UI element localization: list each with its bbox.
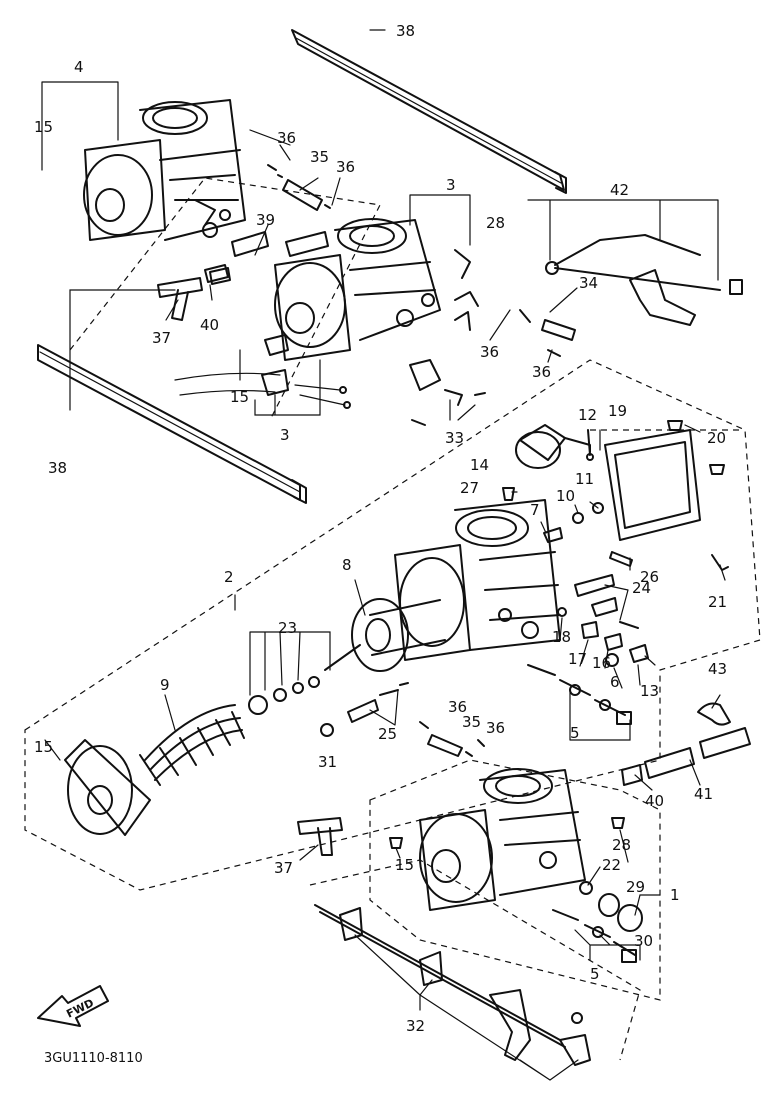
upper-mounting-bar bbox=[291, 29, 567, 194]
callout-12: 12 bbox=[578, 406, 597, 424]
callout-40: 40 bbox=[645, 792, 664, 810]
right-side-parts bbox=[515, 420, 729, 725]
callout-36: 36 bbox=[480, 343, 499, 361]
callout-26: 26 bbox=[640, 568, 659, 586]
carburetor-assembly-1 bbox=[297, 721, 643, 963]
forward-direction-arrow: FWD bbox=[37, 985, 109, 1027]
callout-29: 29 bbox=[626, 878, 645, 896]
callout-labels: 4 15 38 36 35 36 3 42 28 39 34 37 40 36 … bbox=[34, 22, 727, 1035]
callout-18: 18 bbox=[552, 628, 571, 646]
figure-code: 3GU1110-8110 bbox=[44, 1051, 143, 1066]
carburetor-assembly-4 bbox=[83, 99, 291, 241]
callout-22: 22 bbox=[602, 856, 621, 874]
callout-37: 37 bbox=[152, 329, 171, 347]
callout-14: 14 bbox=[470, 456, 489, 474]
callout-19: 19 bbox=[608, 402, 627, 420]
callout-13: 13 bbox=[640, 682, 659, 700]
callout-1: 1 bbox=[670, 886, 680, 904]
leader-lines bbox=[41, 29, 726, 1081]
callout-10: 10 bbox=[556, 487, 575, 505]
callout-17: 17 bbox=[568, 650, 587, 668]
callout-38: 38 bbox=[48, 459, 67, 477]
callout-41: 41 bbox=[694, 785, 713, 803]
callout-5: 5 bbox=[570, 724, 580, 742]
carburetor-assembly-2 bbox=[64, 487, 561, 836]
carburetor-assembly-3 bbox=[174, 218, 479, 409]
callout-34: 34 bbox=[579, 274, 598, 292]
callout-4: 4 bbox=[74, 58, 84, 76]
callout-20: 20 bbox=[707, 429, 726, 447]
callout-28: 28 bbox=[612, 836, 631, 854]
callout-15: 15 bbox=[395, 856, 414, 874]
dashed-group-outlines bbox=[24, 177, 761, 1061]
callout-35: 35 bbox=[310, 148, 329, 166]
callout-25: 25 bbox=[378, 725, 397, 743]
callout-3: 3 bbox=[446, 176, 456, 194]
linkage-parts-upper bbox=[157, 164, 743, 426]
callout-43: 43 bbox=[708, 660, 727, 678]
callout-6: 6 bbox=[610, 673, 620, 691]
callout-24: 24 bbox=[632, 579, 651, 597]
callout-36: 36 bbox=[336, 158, 355, 176]
callout-42: 42 bbox=[610, 181, 629, 199]
lower-mounting-bar bbox=[37, 344, 307, 504]
callout-15: 15 bbox=[34, 118, 53, 136]
callout-15: 15 bbox=[230, 388, 249, 406]
callout-27: 27 bbox=[460, 479, 479, 497]
callout-36: 36 bbox=[486, 719, 505, 737]
callout-35: 35 bbox=[462, 713, 481, 731]
callout-37: 37 bbox=[274, 859, 293, 877]
fwd-label: FWD bbox=[64, 996, 96, 1020]
callout-31: 31 bbox=[318, 753, 337, 771]
callout-38: 38 bbox=[396, 22, 415, 40]
callout-36: 36 bbox=[277, 129, 296, 147]
callout-8: 8 bbox=[342, 556, 352, 574]
callout-9: 9 bbox=[160, 676, 170, 694]
callout-5: 5 bbox=[590, 965, 600, 983]
callout-36: 36 bbox=[448, 698, 467, 716]
callout-3: 3 bbox=[280, 426, 290, 444]
callout-33: 33 bbox=[445, 429, 464, 447]
callout-2: 2 bbox=[224, 568, 234, 586]
callout-23: 23 bbox=[278, 619, 297, 637]
callout-11: 11 bbox=[575, 470, 594, 488]
callout-15: 15 bbox=[34, 738, 53, 756]
callout-39: 39 bbox=[256, 211, 275, 229]
callout-36: 36 bbox=[532, 363, 551, 381]
callout-40: 40 bbox=[200, 316, 219, 334]
callout-32: 32 bbox=[406, 1017, 425, 1035]
throttle-linkage-32 bbox=[314, 904, 591, 1066]
callout-30: 30 bbox=[634, 932, 653, 950]
callout-28: 28 bbox=[486, 214, 505, 232]
callout-7: 7 bbox=[530, 501, 540, 519]
callout-16: 16 bbox=[592, 654, 611, 672]
tubes-and-clips bbox=[209, 267, 751, 786]
callout-21: 21 bbox=[708, 593, 727, 611]
